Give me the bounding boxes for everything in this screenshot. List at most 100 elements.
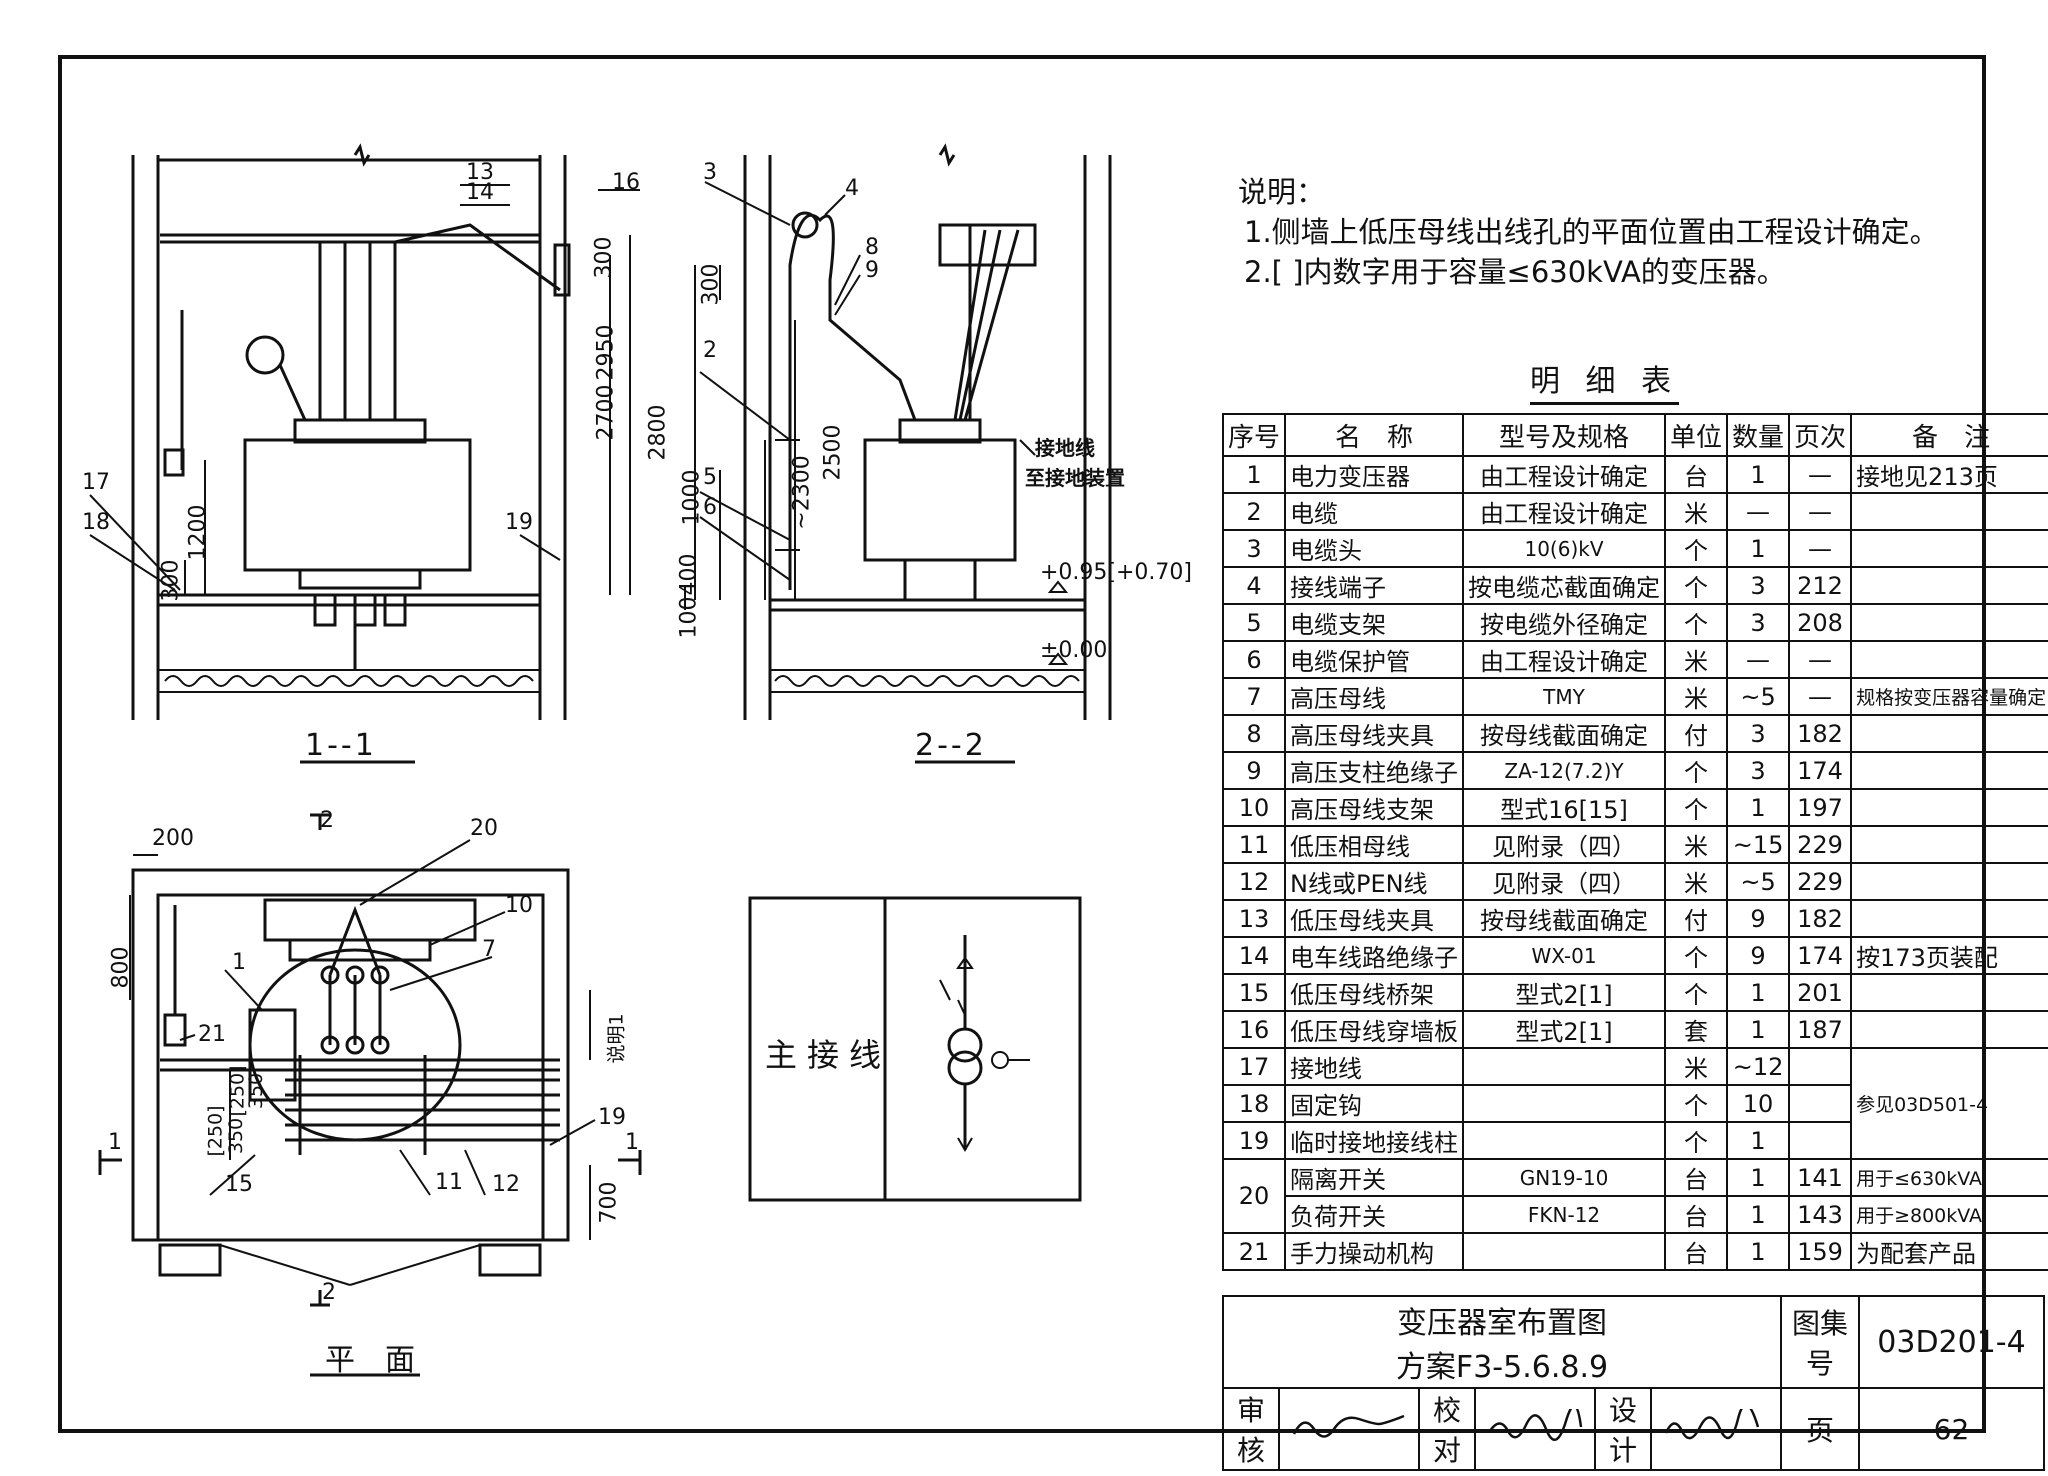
row-unit: 米: [1664, 677, 1729, 716]
header-note: 备 注: [1850, 413, 2048, 457]
row-name: 接线端子: [1284, 566, 1465, 605]
section-mark-2-top: 2: [320, 808, 334, 833]
row-page: 174: [1788, 936, 1853, 975]
row-note: [1850, 640, 2048, 679]
row-unit: 台: [1664, 1158, 1729, 1197]
row-name: 电力变压器: [1284, 455, 1465, 494]
row-no: 2: [1221, 492, 1287, 531]
row-qty: 1: [1726, 973, 1791, 1012]
review-label: 审核: [1222, 1387, 1280, 1471]
row-spec: WX-01: [1462, 936, 1667, 975]
row-qty: 9: [1726, 936, 1791, 975]
callout-3: 3: [703, 160, 717, 185]
callout-plan-21: 21: [198, 1022, 226, 1047]
row-no: 5: [1221, 603, 1287, 642]
row-unit: 付: [1664, 714, 1729, 753]
row-note: [1850, 566, 2048, 605]
row-qty: 1: [1726, 1195, 1791, 1234]
row-unit: 台: [1664, 455, 1729, 494]
row-page: 187: [1788, 1010, 1853, 1049]
row-qty: 1: [1726, 1010, 1791, 1049]
title-cell: 变压器室布置图 方案F3-5.6.8.9: [1222, 1295, 1782, 1389]
row-page: 141: [1788, 1158, 1853, 1197]
main-wiring-box: [748, 896, 1082, 1202]
review-signature-scribble: [1292, 1414, 1405, 1438]
row-page: —: [1788, 677, 1853, 716]
row-qty: 9: [1726, 899, 1791, 938]
row-qty: —: [1726, 492, 1791, 531]
row-qty: 3: [1726, 751, 1791, 790]
section-2-2-drawing: [684, 143, 1112, 764]
row-note: [1850, 1010, 2048, 1049]
row-qty: 1: [1726, 529, 1791, 568]
row-unit: 个: [1664, 1084, 1729, 1123]
title-block: 变压器室布置图 方案F3-5.6.8.9 图集号 03D201-4 审核 校对 …: [1222, 1295, 2045, 1471]
row-name: 低压母线穿墙板: [1284, 1010, 1465, 1049]
row-no: 1: [1221, 455, 1287, 494]
callout-6: 6: [703, 495, 717, 520]
row-note: [1850, 751, 2048, 790]
notes-block: 说明： 1.侧墙上低压母线出线孔的平面位置由工程设计确定。 2.[ ]内数字用于…: [1238, 172, 1939, 292]
dim-s1-300-bottom: 300: [158, 559, 184, 602]
dim-s2-1000: 1000: [679, 469, 705, 526]
header-name: 名 称: [1284, 413, 1465, 457]
row-no: 9: [1221, 751, 1287, 790]
row-page: —: [1788, 529, 1853, 568]
dim-s1-300-top: 300: [591, 236, 617, 279]
row-spec: 按母线截面确定: [1462, 714, 1667, 753]
check-signature: [1474, 1387, 1596, 1471]
row-qty: ~5: [1726, 862, 1791, 901]
row-no: 8: [1221, 714, 1287, 753]
callout-plan-10: 10: [505, 893, 533, 918]
dim-s1-2700: 2700: [593, 384, 619, 441]
design-signature: [1650, 1387, 1782, 1471]
row-no: 13: [1221, 899, 1287, 938]
dim-s2-400: 400: [676, 553, 702, 596]
row-qty: 1: [1726, 1158, 1791, 1197]
callout-17: 17: [82, 470, 110, 495]
callout-plan-7: 7: [482, 937, 496, 962]
row-no: 6: [1221, 640, 1287, 679]
dim-plan-200: 200: [152, 826, 194, 851]
dim-plan-note1: 说明1: [605, 1013, 628, 1064]
review-signature: [1278, 1387, 1420, 1471]
row-qty: ~12: [1726, 1047, 1791, 1086]
row-name: 电缆头: [1284, 529, 1465, 568]
row-name: 电缆保护管: [1284, 640, 1465, 679]
row-unit: 付: [1664, 899, 1729, 938]
row-name: 低压母线夹具: [1284, 899, 1465, 938]
row-name: 手力操动机构: [1284, 1232, 1465, 1271]
row-no: 12: [1221, 862, 1287, 901]
row-page: [1788, 1047, 1853, 1086]
row-no: 11: [1221, 825, 1287, 864]
row-qty: 3: [1726, 714, 1791, 753]
row-spec: ZA-12(7.2)Y: [1462, 751, 1667, 790]
row-note: 接地见213页: [1850, 455, 2048, 494]
callout-9: 9: [865, 258, 879, 283]
main-wiring-label: 主接线: [765, 1036, 892, 1074]
row-unit: 个: [1664, 751, 1729, 790]
row-note: 用于≥800kVA: [1850, 1195, 2048, 1234]
row-name: 隔离开关: [1284, 1158, 1465, 1197]
row-spec: 由工程设计确定: [1462, 492, 1667, 531]
row-name: 低压相母线: [1284, 825, 1465, 864]
row-spec: 见附录（四）: [1462, 825, 1667, 864]
row-spec: GN19-10: [1462, 1158, 1667, 1197]
row-page: 159: [1788, 1232, 1853, 1271]
row-unit: 个: [1664, 788, 1729, 827]
dim-s2-100: 100: [676, 596, 702, 639]
header-no: 序号: [1221, 413, 1287, 457]
callout-19: 19: [505, 510, 533, 535]
callout-plan-19: 19: [598, 1105, 626, 1130]
dim-plan-350-a: 350: [245, 1072, 268, 1110]
